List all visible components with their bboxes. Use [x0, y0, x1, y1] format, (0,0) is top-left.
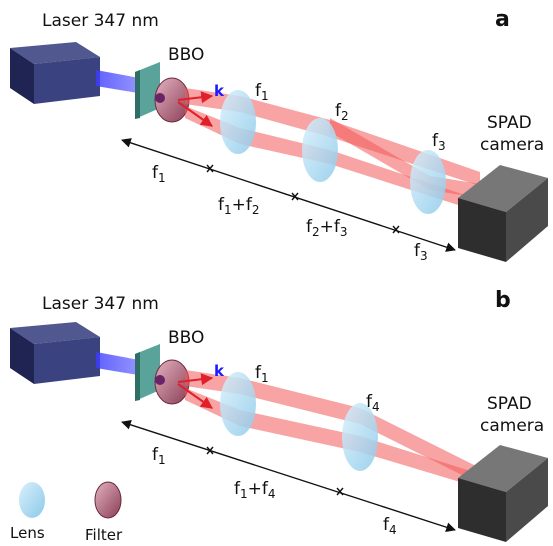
pump-spot: [155, 93, 165, 103]
panel-tag: b: [495, 288, 511, 313]
bbo-crystal: [135, 344, 160, 401]
distance-label: f1+f2: [218, 195, 260, 217]
filter-icon: [94, 481, 122, 519]
bbo-crystal: [135, 62, 160, 119]
distance-label: f1: [152, 163, 166, 185]
k-vector-label: k: [214, 82, 225, 100]
spad-camera: [458, 445, 548, 542]
bbo-label: BBO: [168, 45, 204, 65]
panel-a: Laser 347 nm a BBO k: [10, 7, 548, 263]
distance-label: f2+f3: [306, 217, 348, 239]
laser-label: Laser 347 nm: [42, 11, 159, 31]
pump-spot: [155, 375, 165, 385]
lens-label-f1: f1: [255, 81, 269, 103]
lens-icon: [410, 150, 446, 214]
laser-label: Laser 347 nm: [42, 294, 159, 314]
panel-b: Laser 347 nm b BBO k f1 f4: [10, 288, 548, 542]
distance-label: f4: [383, 515, 397, 537]
spad-camera: [458, 165, 548, 262]
camera-label-line2: camera: [480, 135, 544, 155]
lens-label-f1: f1: [255, 363, 269, 385]
lens-icon: [19, 482, 45, 518]
distance-label: f1+f4: [234, 479, 276, 501]
lens-icon: [220, 372, 256, 436]
bbo-label: BBO: [168, 328, 204, 348]
laser-box: [10, 322, 100, 384]
camera-label-line1: SPAD: [487, 113, 532, 133]
k-vector-label: k: [214, 362, 225, 380]
axis-ticks: [206, 164, 400, 234]
distance-label: f3: [414, 241, 428, 263]
distance-axis: [121, 420, 456, 532]
legend-filter-label: Filter: [85, 526, 123, 544]
axis-ticks: [206, 446, 344, 496]
camera-label-line1: SPAD: [487, 394, 532, 414]
legend-lens-label: Lens: [10, 524, 45, 542]
panel-tag: a: [495, 7, 510, 32]
lens-icon: [302, 118, 338, 182]
lens-label-f3: f3: [432, 131, 446, 153]
distance-label: f1: [152, 445, 166, 467]
lens-icon: [220, 90, 256, 154]
lens-label-f4: f4: [366, 392, 380, 414]
distance-axis: [121, 138, 456, 252]
laser-box: [10, 42, 100, 104]
lens-label-f2: f2: [335, 101, 349, 123]
camera-label-line2: camera: [480, 416, 544, 436]
legend: Lens Filter: [10, 481, 123, 544]
